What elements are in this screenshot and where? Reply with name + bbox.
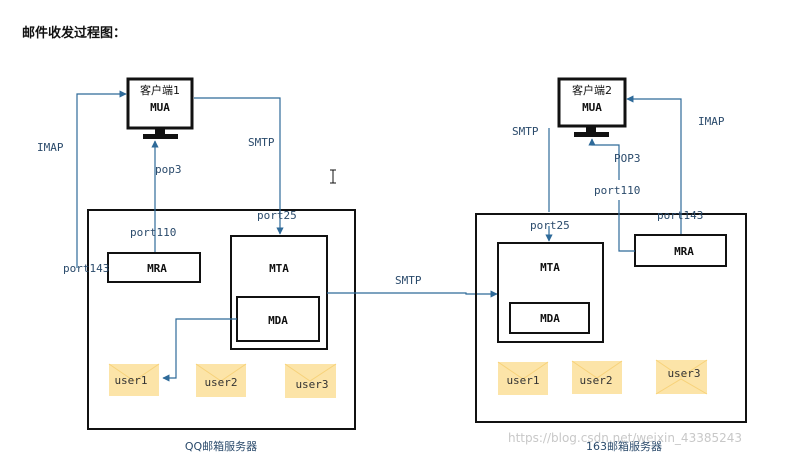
n163-pop3-arrow <box>588 138 620 180</box>
n163-port110-label: port110 <box>594 184 640 197</box>
inter-server-smtp-label: SMTP <box>395 274 422 287</box>
qq-user3-label: user3 <box>295 378 328 391</box>
n163-user1: user1 <box>497 361 549 395</box>
n163-imap-arrow <box>626 95 682 234</box>
qq-mda-to-user1-arrow <box>162 318 237 382</box>
qq-server-label: QQ邮箱服务器 <box>185 439 257 453</box>
n163-port143-label: port143 <box>657 209 703 222</box>
qq-imap-arrow <box>76 90 127 268</box>
n163-user3: user3 <box>655 359 708 395</box>
client1-monitor: 客户端1 MUA <box>126 77 194 139</box>
n163-mra-label: MRA <box>674 245 694 258</box>
page-title: 邮件收发过程图： <box>22 25 126 41</box>
qq-user1-label: user1 <box>114 374 147 387</box>
client1-role: MUA <box>150 101 170 114</box>
n163-server-box <box>475 213 747 423</box>
client1-name: 客户端1 <box>140 83 180 97</box>
qq-mra-label: MRA <box>147 262 167 275</box>
qq-smtp-label: SMTP <box>248 136 275 149</box>
qq-user3: user3 <box>284 363 337 398</box>
qq-imap-label: IMAP <box>37 141 64 154</box>
qq-port110-label: port110 <box>130 226 176 239</box>
client2-role: MUA <box>582 101 602 114</box>
n163-pop3-label: POP3 <box>614 152 641 165</box>
n163-mda-box <box>509 302 590 334</box>
qq-port25-label: port25 <box>257 209 297 222</box>
n163-server-label: 163邮箱服务器 <box>586 439 662 453</box>
qq-user2-label: user2 <box>204 376 237 389</box>
text-cursor-icon <box>330 169 336 184</box>
qq-smtp-arrow <box>194 97 284 235</box>
watermark: https://blog.csdn.net/weixin_43385243 <box>508 431 742 445</box>
n163-imap-label: IMAP <box>698 115 725 128</box>
n163-mra-box <box>634 234 727 267</box>
client2-monitor: 客户端2 MUA <box>557 77 627 137</box>
n163-mta-label: MTA <box>540 261 560 274</box>
qq-mda-label: MDA <box>268 314 288 327</box>
n163-user2-label: user2 <box>579 374 612 387</box>
qq-server-box <box>87 209 356 430</box>
n163-port25-label: port25 <box>530 219 570 232</box>
n163-user1-label: user1 <box>506 374 539 387</box>
n163-user3-label: user3 <box>667 367 700 380</box>
n163-pop3-line <box>618 200 635 252</box>
qq-mta-label: MTA <box>269 262 289 275</box>
qq-port143-label: port143 <box>63 262 109 275</box>
n163-smtp-label: SMTP <box>512 125 539 138</box>
n163-user2: user2 <box>571 360 623 394</box>
qq-pop3-label: pop3 <box>155 163 182 176</box>
n163-mda-label: MDA <box>540 312 560 325</box>
qq-mra-box <box>107 252 201 283</box>
qq-user1: user1 <box>108 363 160 396</box>
inter-server-smtp-arrow <box>327 290 498 298</box>
qq-user2: user2 <box>195 363 247 397</box>
client2-name: 客户端2 <box>572 83 612 97</box>
